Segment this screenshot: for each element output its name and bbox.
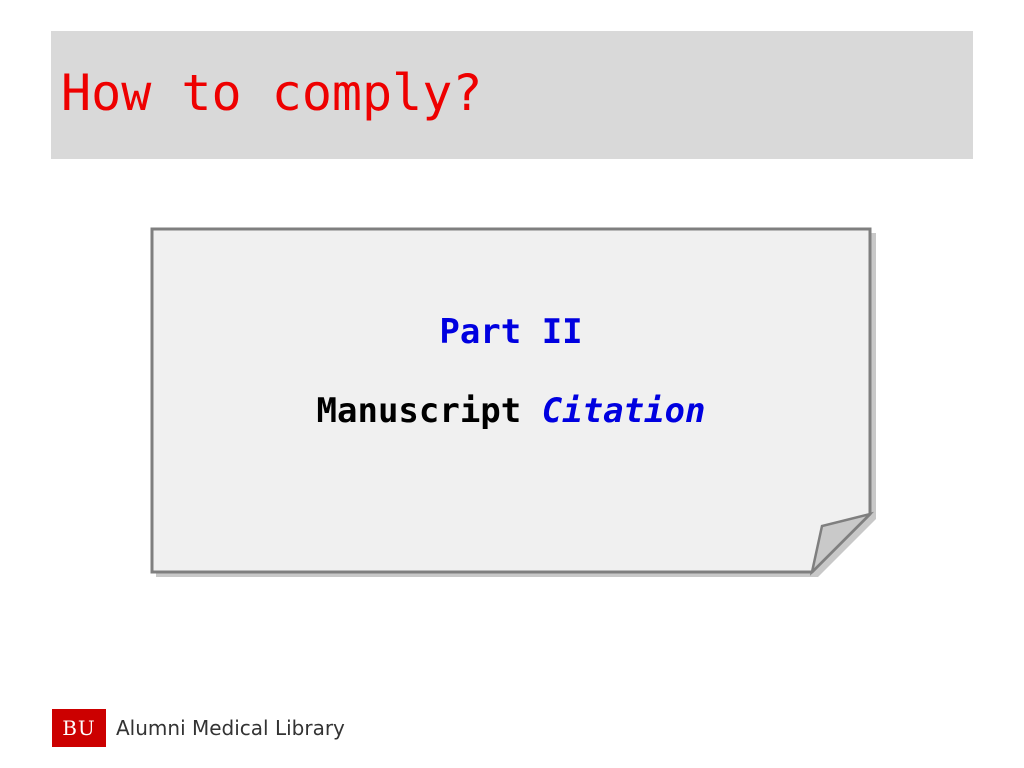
note-heading: Part II xyxy=(439,312,583,352)
note-subheading-plain: Manuscript xyxy=(316,391,542,431)
bu-logo-box: BU xyxy=(52,709,106,747)
note-card-shape xyxy=(150,227,876,577)
note-subheading: Manuscript Citation xyxy=(150,390,872,432)
folded-note-card: Part II Manuscript Citation xyxy=(150,227,876,577)
library-name: Alumni Medical Library xyxy=(116,716,345,740)
note-subheading-emphasis: Citation xyxy=(541,391,706,431)
library-logo: BU Alumni Medical Library xyxy=(52,709,345,747)
note-folded-corner xyxy=(809,511,875,576)
slide-title: How to comply? xyxy=(61,64,483,122)
bu-logo-text: BU xyxy=(62,716,96,740)
title-bar: How to comply? xyxy=(51,31,973,159)
